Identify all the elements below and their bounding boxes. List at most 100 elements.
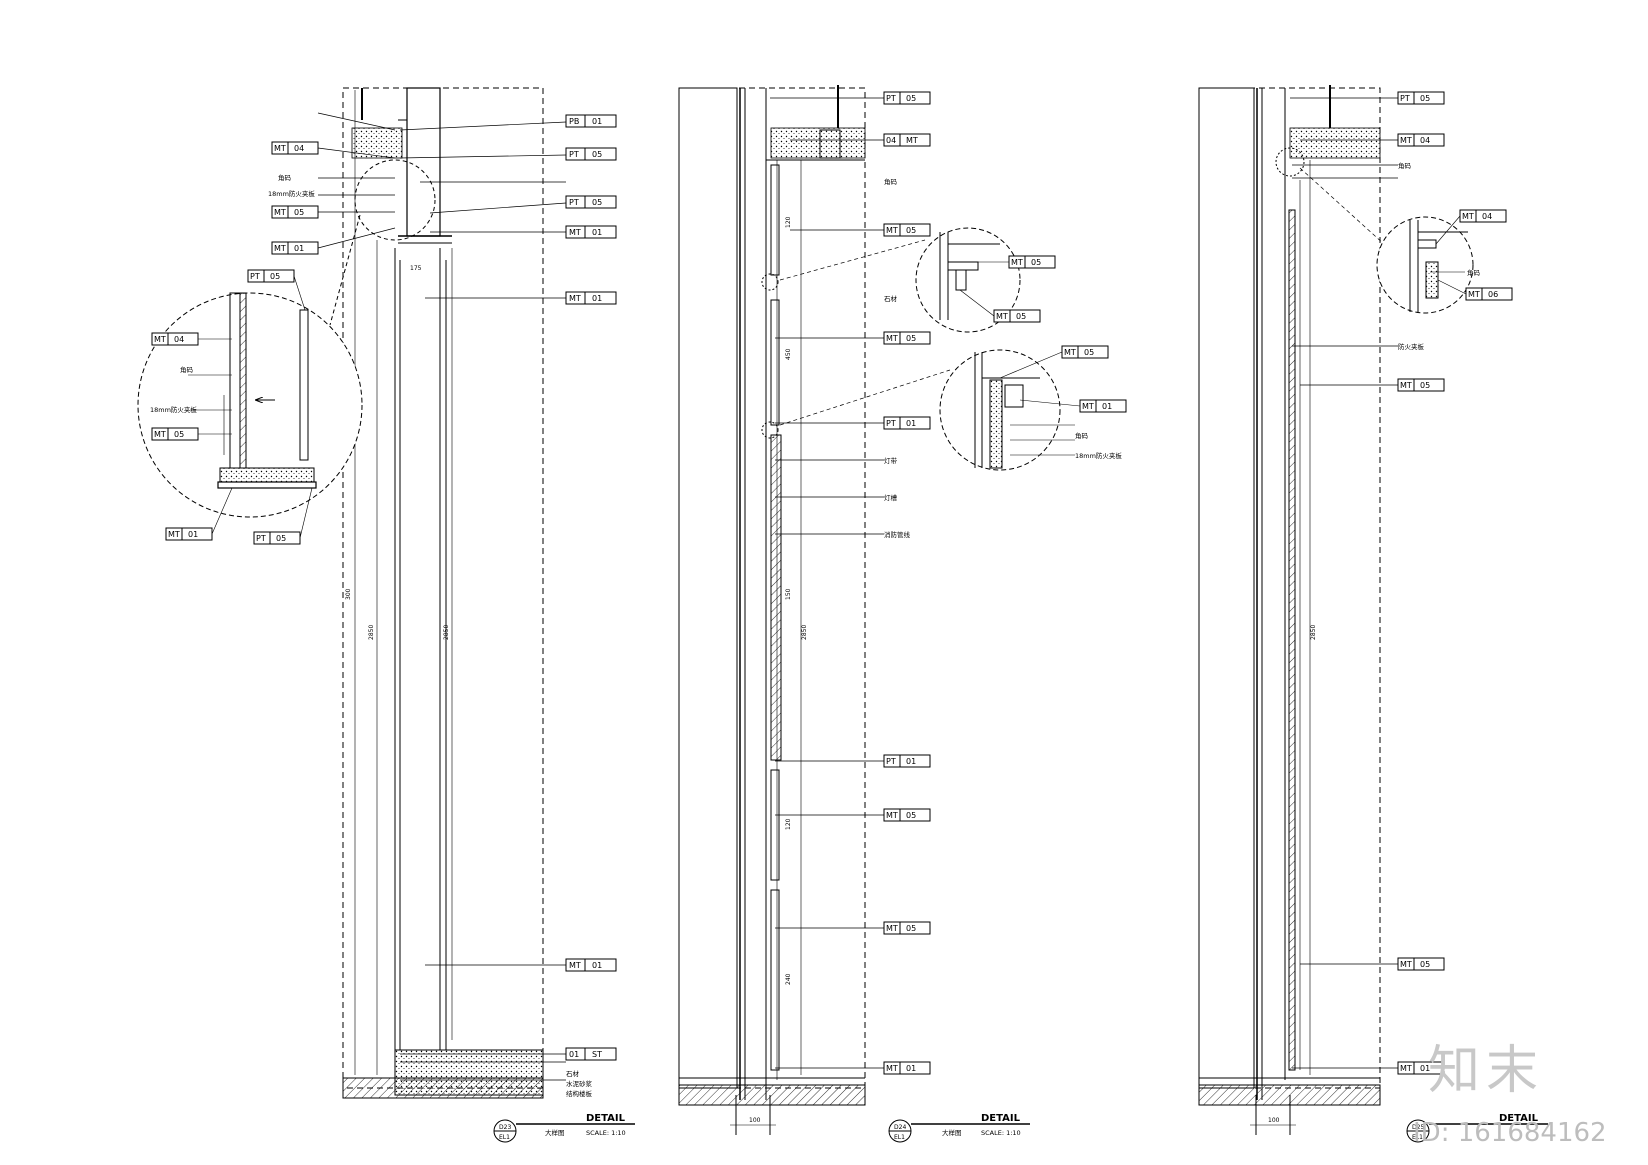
tag-d23-6: 01 ST [565, 1047, 617, 1061]
svg-text:05: 05 [1420, 94, 1430, 103]
svg-text:MT: MT [1011, 258, 1023, 267]
dim-d24-5: 120 [785, 818, 792, 830]
svg-text:01: 01 [592, 228, 602, 237]
svg-text:MT: MT [569, 294, 581, 303]
zoom-circle-d23 [137, 214, 363, 518]
svg-text:MT: MT [1400, 1064, 1412, 1073]
detail-name-d23: 大样图 [545, 1128, 565, 1137]
tag-d23-3: MT 01 [565, 225, 617, 239]
detail-title-d24: DETAIL [981, 1113, 1021, 1124]
svg-text:04: 04 [1482, 212, 1492, 221]
svg-text:PB: PB [569, 117, 579, 126]
svg-text:MT: MT [886, 226, 898, 235]
svg-text:PT: PT [886, 94, 896, 103]
svg-text:MT: MT [1082, 402, 1094, 411]
zoom-circle-d24-b [939, 349, 1061, 471]
svg-text:MT: MT [1400, 381, 1412, 390]
dim-d25-base: 100 [1268, 1117, 1280, 1124]
svg-text:MT: MT [569, 228, 581, 237]
svg-text:05: 05 [906, 226, 916, 235]
title-block-d25: D25 EL1 DETAIL [1406, 1113, 1548, 1143]
note-d23-mortar: 水泥砂浆 [566, 1079, 593, 1088]
detail-title-d23: DETAIL [586, 1113, 626, 1124]
dim-d23-2: 2850 [368, 625, 375, 640]
tag-d24-6: MT 05 [883, 808, 931, 822]
svg-text:04: 04 [1420, 136, 1430, 145]
svg-text:05: 05 [592, 198, 602, 207]
zoom-circle-d24-a [915, 227, 1021, 333]
svg-text:01: 01 [906, 757, 916, 766]
svg-text:MT: MT [886, 334, 898, 343]
svg-text:05: 05 [1084, 348, 1094, 357]
circle-tag-d24-3: MT 01 [1079, 399, 1127, 413]
note-d24-slot: 灯槽 [884, 493, 898, 502]
note-d24-pipe: 消防管线 [884, 530, 911, 539]
tag-d25-4: MT 01 [1397, 1061, 1445, 1075]
title-block-d23: D23 EL1 DETAIL 大样图 SCALE: 1:10 [493, 1113, 635, 1143]
svg-text:MT: MT [1400, 960, 1412, 969]
svg-text:05: 05 [906, 811, 916, 820]
note-d25-c-corner: 角码 [1467, 268, 1481, 277]
svg-text:05: 05 [174, 430, 184, 439]
svg-text:01: 01 [569, 1050, 579, 1059]
svg-text:MT: MT [274, 208, 286, 217]
dim-d24-4: 150 [785, 588, 792, 600]
watermark-id: ID: 161684162 [1413, 1118, 1607, 1148]
tag-d25-2: MT 05 [1397, 378, 1445, 392]
note-d23-board: 18mm防火夹板 [268, 189, 315, 198]
svg-text:MT: MT [886, 811, 898, 820]
note-d24-light: 灯带 [884, 456, 898, 465]
note-d24-corner: 角码 [884, 177, 898, 186]
svg-text:01: 01 [592, 117, 602, 126]
svg-text:05: 05 [276, 534, 286, 543]
svg-text:05: 05 [1420, 381, 1430, 390]
svg-text:MT: MT [906, 136, 918, 145]
note-d24-c-corner: 角码 [1075, 431, 1089, 440]
svg-text:04: 04 [886, 136, 896, 145]
svg-text:05: 05 [294, 208, 304, 217]
svg-text:MT: MT [154, 430, 166, 439]
svg-text:ST: ST [592, 1050, 602, 1059]
svg-text:04: 04 [174, 335, 184, 344]
note-d24-c-board: 18mm防火夹板 [1075, 451, 1122, 460]
zoom-circle-d25 [1376, 216, 1474, 314]
svg-text:01: 01 [906, 419, 916, 428]
note-d23-c-corner: 角码 [180, 365, 194, 374]
bubble-top-d25: D25 [1412, 1124, 1424, 1131]
svg-text:01: 01 [1102, 402, 1112, 411]
note-d23-slab: 结构楼板 [566, 1089, 593, 1098]
dim-d24-2: 120 [785, 216, 792, 228]
svg-text:MT: MT [274, 244, 286, 253]
bubble-bottom-d24: EL1 [894, 1134, 905, 1141]
tag-d23-0: PB 01 [565, 114, 617, 128]
detail-name-d24: 大样图 [942, 1128, 962, 1137]
svg-text:MT: MT [886, 924, 898, 933]
svg-text:01: 01 [1420, 1064, 1430, 1073]
dim-d24-base: 100 [749, 1117, 761, 1124]
svg-text:MT: MT [168, 530, 180, 539]
note-d24-stone: 石材 [884, 294, 898, 303]
svg-text:PT: PT [886, 757, 896, 766]
svg-text:05: 05 [1016, 312, 1026, 321]
svg-text:01: 01 [592, 961, 602, 970]
svg-text:05: 05 [906, 94, 916, 103]
svg-text:05: 05 [592, 150, 602, 159]
svg-text:05: 05 [270, 272, 280, 281]
dim-d25-1: 2850 [1310, 625, 1317, 640]
detail-title-d25: DETAIL [1499, 1113, 1539, 1124]
dim-d24-6: 240 [785, 973, 792, 985]
svg-text:05: 05 [1420, 960, 1430, 969]
tag-d24-2: MT 05 [883, 223, 931, 237]
